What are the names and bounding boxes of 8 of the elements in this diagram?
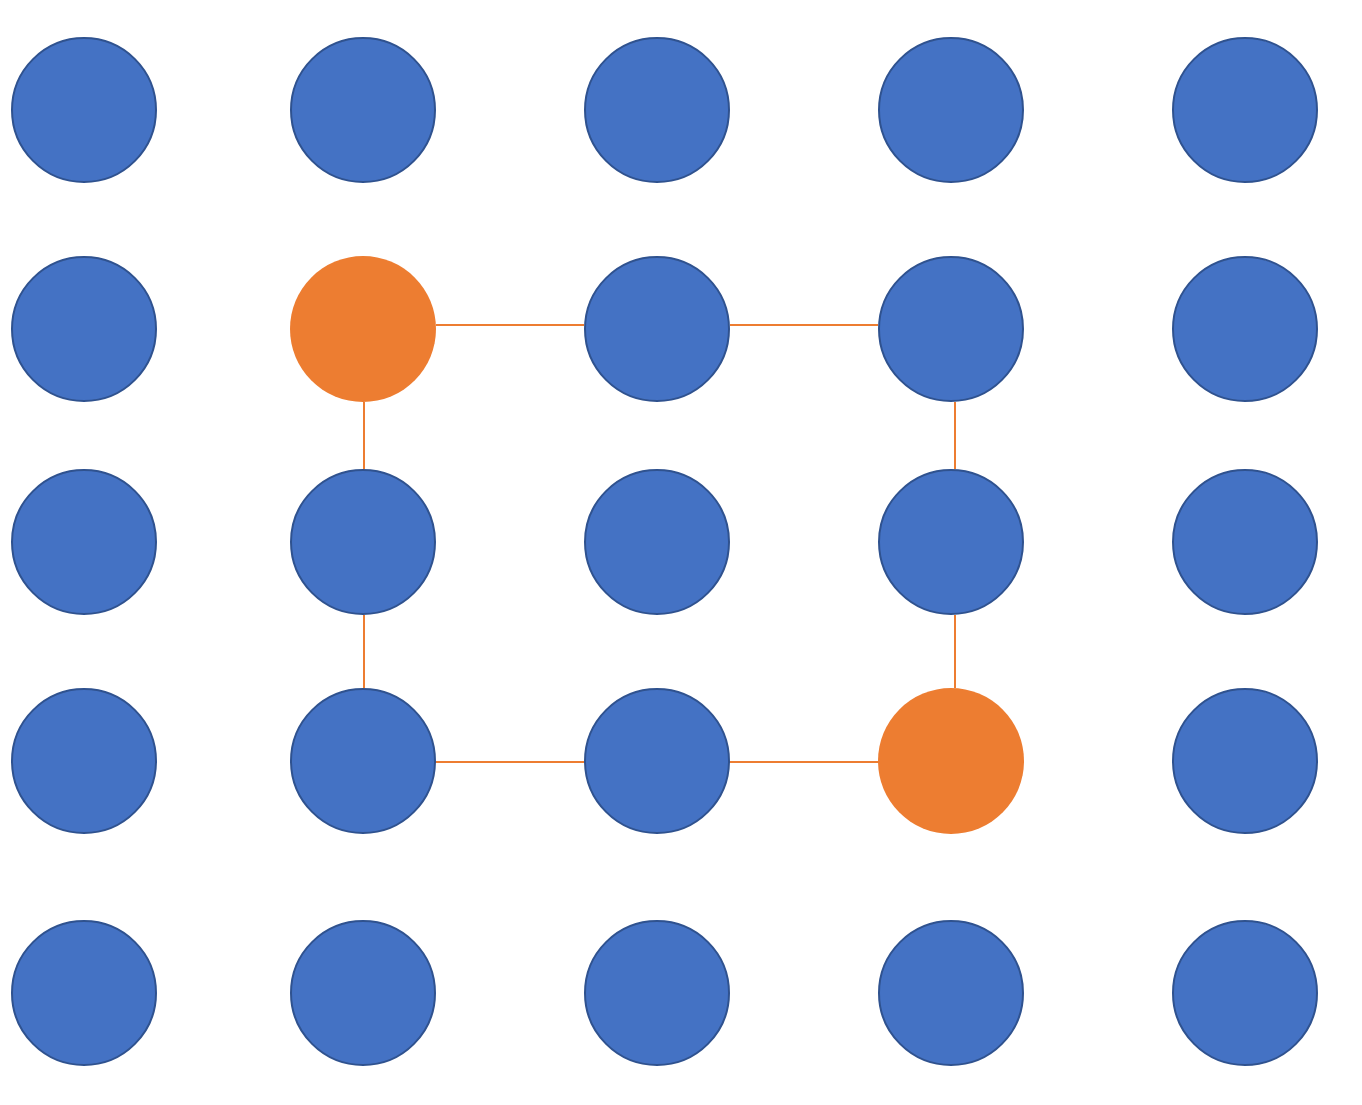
path-line bbox=[363, 401, 365, 470]
path-line bbox=[954, 614, 956, 689]
path-line bbox=[729, 761, 879, 763]
path-line bbox=[954, 401, 956, 470]
path-line bbox=[729, 324, 879, 326]
path-line bbox=[363, 614, 365, 689]
path-line bbox=[435, 324, 585, 326]
path-line bbox=[435, 761, 585, 763]
